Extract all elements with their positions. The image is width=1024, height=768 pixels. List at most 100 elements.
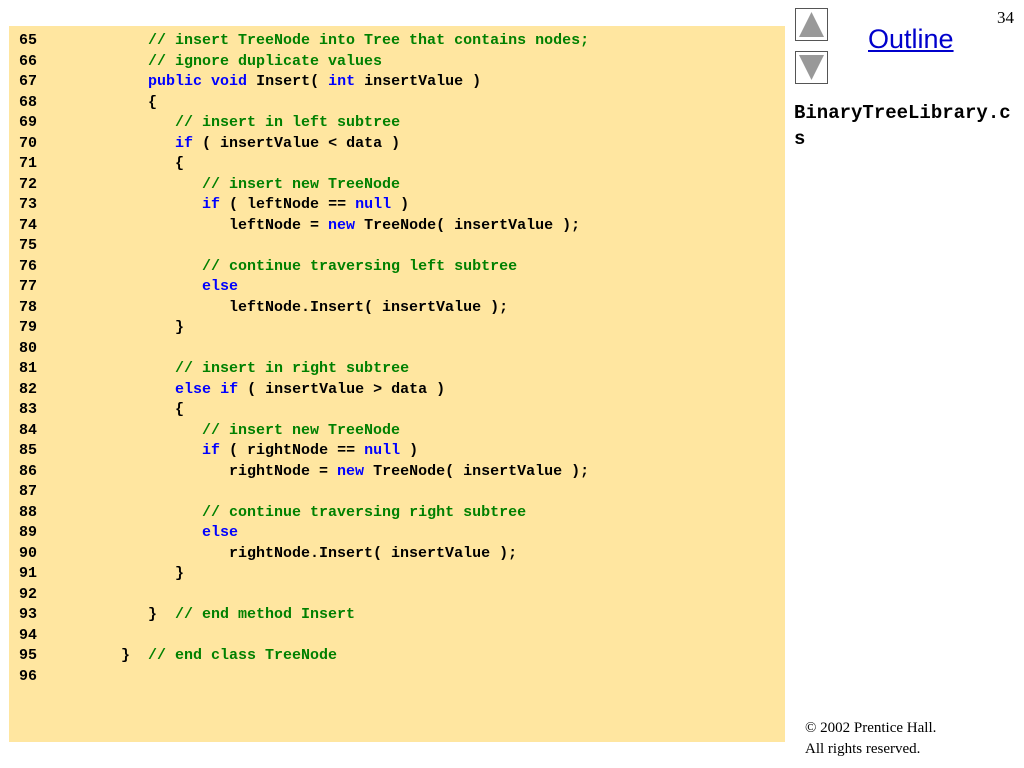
line-number: 82 [19,380,38,398]
code-text: } [67,647,149,664]
code-keyword: null [355,196,392,213]
line-number: 78 [19,298,38,316]
code-line: 88 // continue traversing right subtree [19,503,589,524]
line-number: 66 [19,52,38,70]
code-text: TreeNode( insertValue ); [364,462,590,480]
line-number: 72 [19,175,38,193]
line-number: 86 [19,462,38,480]
code-line: 77 else [19,277,589,298]
code-line: 86 rightNode = new TreeNode( insertValue… [19,462,589,483]
code-comment: // insert new TreeNode [202,421,401,439]
file-name: BinaryTreeLibrary.cs [794,102,1011,150]
code-line: 83 { [19,400,589,421]
code-line: 66 // ignore duplicate values [19,52,589,73]
line-number: 73 [19,196,38,213]
code-keyword: else [175,380,212,398]
copyright-notice: © 2002 Prentice Hall. All rights reserve… [805,718,936,760]
code-line: 76 // continue traversing left subtree [19,257,589,278]
code-text [202,73,211,90]
code-line: 95 } // end class TreeNode [19,646,589,667]
line-number: 68 [19,93,38,111]
next-slide-button[interactable] [795,51,828,84]
line-number: 67 [19,73,38,90]
code-text [67,196,202,213]
line-number: 89 [19,524,38,541]
code-text: } [67,565,185,582]
code-text [211,381,220,398]
code-keyword: else [202,278,239,295]
code-text [67,32,148,49]
code-line: 72 // insert new TreeNode [19,175,589,196]
code-line: 68 { [19,93,589,114]
code-text: rightNode = [67,462,338,480]
code-text [67,114,175,131]
code-line: 92 [19,585,589,606]
code-line: 80 [19,339,589,360]
code-line: 73 if ( leftNode == null ) [19,195,589,216]
line-number: 79 [19,319,38,336]
code-text [67,442,202,459]
code-text: { [67,93,158,111]
code-text [67,278,202,295]
code-text: leftNode.Insert( insertValue ); [67,298,509,316]
line-number: 96 [19,667,38,685]
code-text [67,176,202,193]
line-number: 77 [19,278,38,295]
code-line: 84 // insert new TreeNode [19,421,589,442]
code-text: Insert( [247,73,329,90]
code-text: TreeNode( insertValue ); [355,216,581,234]
triangle-up-icon [799,12,824,37]
code-text [67,524,202,541]
code-keyword: if [175,134,194,152]
code-listing: 65 // insert TreeNode into Tree that con… [19,31,589,687]
code-text [67,53,148,70]
code-text: insertValue ) [355,73,482,90]
code-text: ( rightNode == [220,442,365,459]
line-number: 71 [19,155,38,172]
line-number: 91 [19,565,38,582]
code-line: 74 leftNode = new TreeNode( insertValue … [19,216,589,237]
code-line: 69 // insert in left subtree [19,113,589,134]
code-line: 78 leftNode.Insert( insertValue ); [19,298,589,319]
line-number: 95 [19,647,38,664]
code-text [67,258,202,275]
outline-link[interactable]: Outline [868,24,954,54]
code-line: 70 if ( insertValue < data ) [19,134,589,155]
page-number: 34 [997,8,1014,27]
code-line: 67 public void Insert( int insertValue ) [19,72,589,93]
code-line: 85 if ( rightNode == null ) [19,441,589,462]
code-keyword: if [202,196,221,213]
code-line: 71 { [19,154,589,175]
code-keyword: else [202,524,239,541]
line-number: 80 [19,339,38,357]
copyright-line-2: All rights reserved. [805,741,921,757]
triangle-down-icon [799,55,824,80]
code-comment: // continue traversing right subtree [202,503,527,521]
line-number: 88 [19,503,38,521]
code-line: 89 else [19,523,589,544]
code-line: 91 } [19,564,589,585]
code-text: ( leftNode == [220,196,356,213]
code-comment: // insert TreeNode into Tree that contai… [148,32,590,49]
code-text: leftNode = [67,216,329,234]
code-text: } [67,606,176,623]
code-line: 90 rightNode.Insert( insertValue ); [19,544,589,565]
copyright-line-1: © 2002 Prentice Hall. [805,720,937,736]
code-text: ( insertValue > data ) [238,380,446,398]
code-line: 94 [19,626,589,647]
code-comment: // insert in right subtree [175,360,410,377]
code-keyword: new [328,216,356,234]
code-text: ) [400,442,419,459]
code-keyword: int [328,73,356,90]
code-keyword: if [220,380,239,398]
line-number: 81 [19,360,38,377]
code-line: 87 [19,482,589,503]
previous-slide-button[interactable] [795,8,828,41]
line-number: 93 [19,606,38,623]
code-keyword: public [148,73,203,90]
code-keyword: new [337,462,365,480]
code-text [67,73,148,90]
code-comment: // insert new TreeNode [202,175,401,193]
code-line: 96 [19,667,589,688]
line-number: 83 [19,401,38,418]
